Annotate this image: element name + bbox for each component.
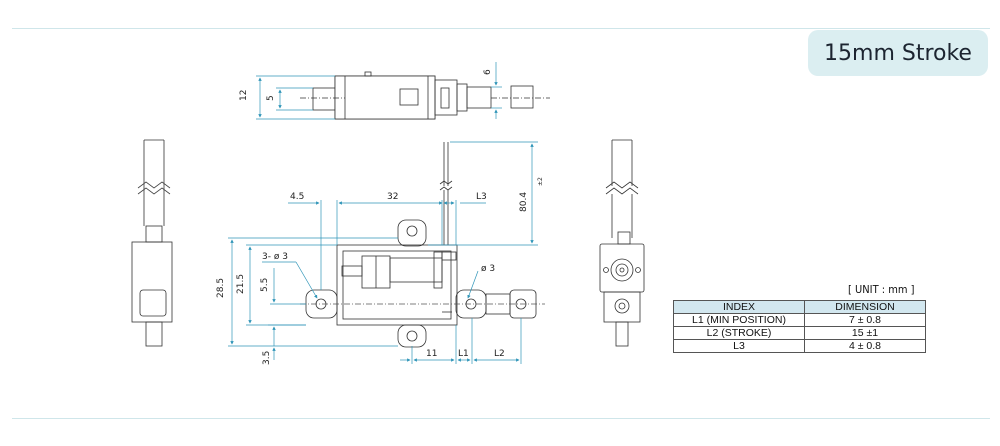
front-view-dimensions	[228, 141, 538, 364]
table-cell-dimension: 4 ± 0.8	[804, 339, 926, 353]
dim-top-5: 5	[266, 95, 276, 101]
table-header-index: INDEX	[673, 300, 805, 314]
table-cell-dimension: 7 ± 0.8	[804, 313, 926, 327]
dim-front-4-5: 4.5	[290, 192, 304, 202]
unit-label: [ UNIT : mm ]	[848, 283, 915, 296]
dim-top-6: 6	[483, 69, 493, 75]
bottom-divider	[12, 418, 990, 419]
dim-front-3-5: 3.5	[262, 351, 272, 365]
dim-front-holes: 3- ø 3	[262, 252, 288, 262]
dim-front-l3: L3	[476, 192, 487, 202]
left-side-view	[131, 139, 173, 347]
table-cell-index: L3	[673, 339, 805, 353]
table-cell-index: L1 (MIN POSITION)	[673, 313, 805, 327]
dim-front-21-5: 21.5	[236, 274, 246, 294]
dimension-table: INDEX DIMENSION L1 (MIN POSITION) 7 ± 0.…	[673, 300, 926, 353]
dim-front-l1: L1	[458, 349, 469, 359]
dim-front-5-5: 5.5	[260, 278, 270, 292]
dim-front-28-5: 28.5	[216, 278, 226, 298]
table-header-row: INDEX DIMENSION	[673, 300, 926, 314]
table-row: L2 (STROKE) 15 ±1	[673, 326, 926, 340]
table-row: L1 (MIN POSITION) 7 ± 0.8	[673, 313, 926, 327]
dim-front-32: 32	[387, 192, 398, 202]
dim-front-hole-right: ø 3	[481, 264, 495, 274]
dim-front-80-4-tol: ±2	[537, 177, 544, 186]
dim-front-80-4: 80.4	[519, 192, 529, 212]
dim-top-12: 12	[239, 90, 249, 101]
top-view	[300, 71, 550, 120]
top-view-dimensions	[256, 62, 502, 120]
stroke-badge: 15mm Stroke	[808, 30, 988, 76]
right-side-view	[599, 139, 645, 347]
table-header-dimension: DIMENSION	[804, 300, 926, 314]
table-cell-dimension: 15 ±1	[804, 326, 926, 340]
dim-front-l2: L2	[494, 349, 505, 359]
top-divider	[12, 28, 990, 29]
stroke-badge-label: 15mm Stroke	[824, 40, 972, 66]
dim-front-11: 11	[426, 349, 437, 359]
table-cell-index: L2 (STROKE)	[673, 326, 805, 340]
table-row: L3 4 ± 0.8	[673, 339, 926, 353]
